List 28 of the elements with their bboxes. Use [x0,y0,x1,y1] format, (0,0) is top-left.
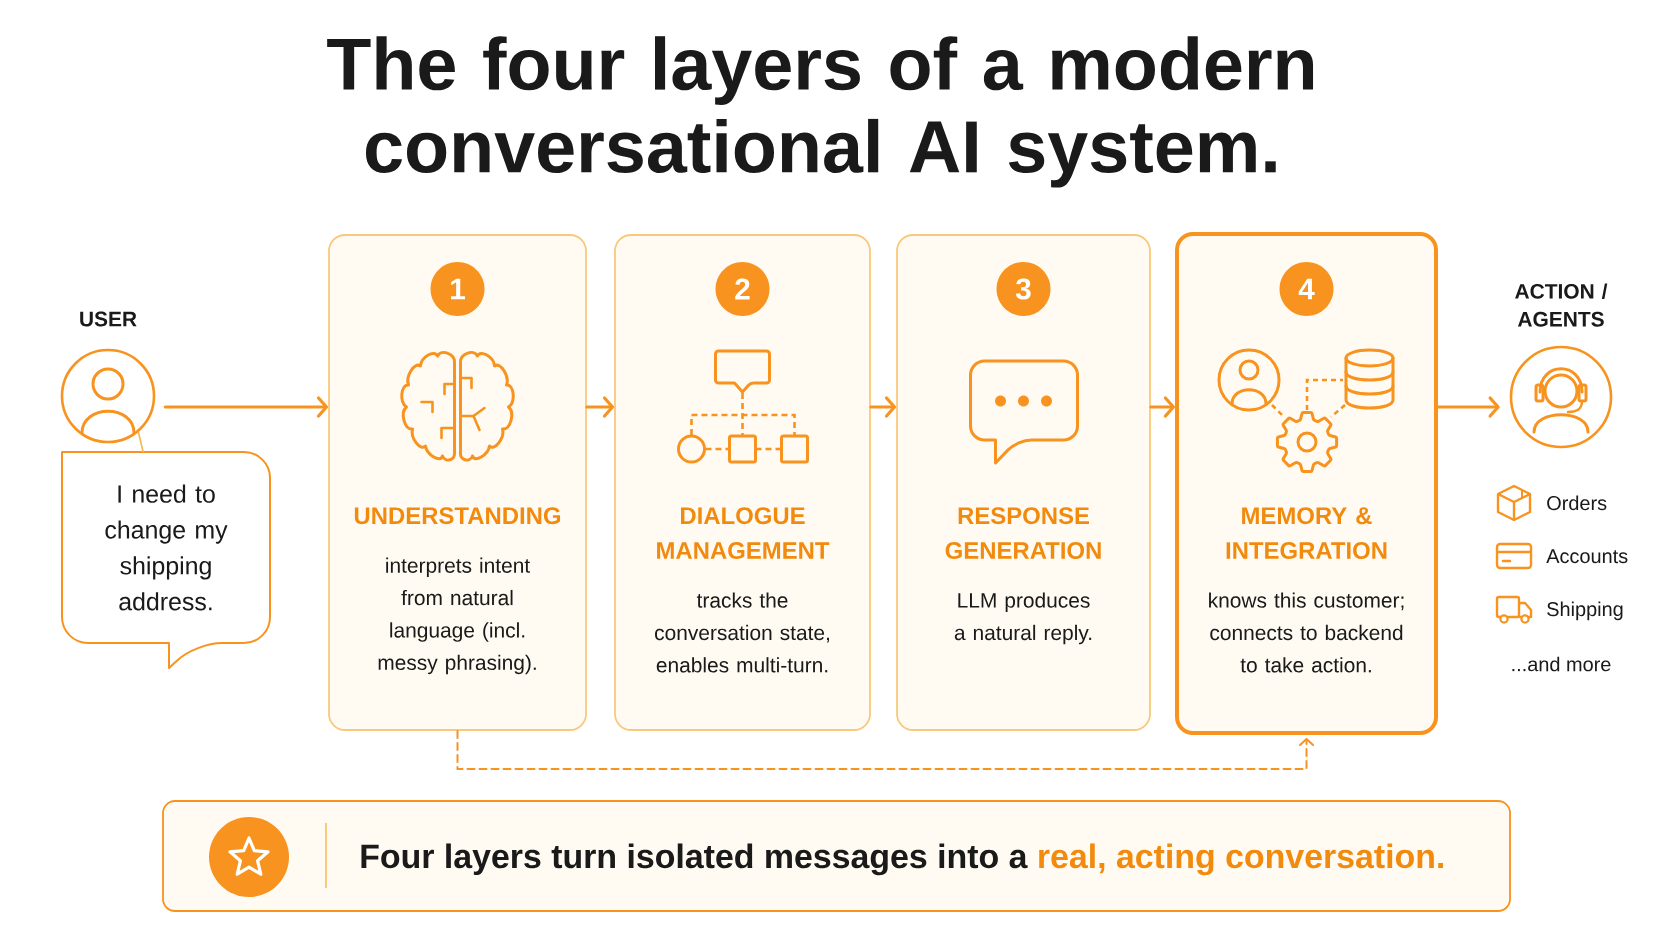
banner-text: Four layers turn isolated messages into a real, acting conversation. [361,843,1444,876]
number-badge: 1 [430,262,485,316]
list-item: Orders [1547,495,1607,511]
card-text: knows this customer; connects to backend to take action. [1209,592,1404,673]
card-heading: MEMORY & INTEGRATION [1226,507,1387,559]
arrow [1436,396,1500,418]
card-text: interprets intent from natural language (incl. messy phrasing). [378,557,536,675]
dashed-arrow [456,729,1314,770]
arrow [585,396,615,418]
arrow [163,396,329,418]
arrow [869,396,897,418]
speech-bubble: I need to change my shipping address. [61,451,271,669]
connector-line [137,431,144,453]
number-badge: 4 [1279,262,1334,316]
card-heading: DIALOGUE MANAGEMENT [657,507,830,559]
card-heading: UNDERSTANDING [354,507,561,525]
arrow [1149,396,1175,418]
number-badge: 2 [715,262,770,316]
card-heading: RESPONSE GENERATION [945,507,1101,559]
list-item: ...and more [1512,656,1611,672]
list-item: Shipping [1547,601,1623,621]
list-item: Accounts [1546,549,1628,564]
title: The four layers of a modern conversational AI system. [327,36,1314,188]
card-text: tracks the conversation state, enables multi-turn. [655,592,829,673]
node-label: ACTION / AGENTS [1515,283,1608,327]
card-text: LLM produces a natural reply. [954,592,1092,645]
number-badge: 3 [996,262,1051,316]
node-label: USER [80,311,137,327]
